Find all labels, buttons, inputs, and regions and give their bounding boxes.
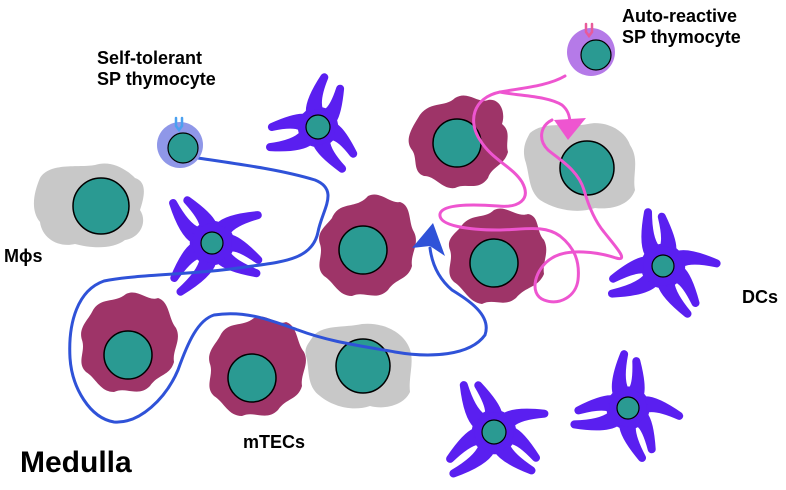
auto-reactive-migration-path [438, 74, 624, 304]
self-tolerant-arrowhead [412, 223, 445, 256]
nucleus [651, 254, 675, 278]
nucleus [335, 338, 391, 394]
macrophage-bottom-center [305, 323, 412, 409]
auto-reactive-label-line2: SP thymocyte [622, 26, 741, 47]
mtec-center [319, 194, 416, 296]
nucleus [227, 353, 277, 403]
auto-reactive-arrowhead [554, 118, 586, 140]
dcs-label: DCs [742, 287, 779, 307]
auto-reactive-thymocyte [567, 22, 615, 76]
dc-top-center [266, 73, 358, 173]
medulla-label: Medulla [20, 446, 132, 479]
auto-reactive-label-line1: Auto-reactive [622, 6, 738, 26]
self-tolerant-migration-path [68, 156, 488, 424]
self-tolerant-label: Self-tolerant SP thymocyte [97, 48, 216, 89]
self-tolerant-label-line1: Self-tolerant [97, 48, 203, 68]
nucleus [72, 177, 130, 235]
mtec-bottom-left [81, 292, 178, 392]
nucleus [616, 396, 640, 420]
dc-bottom-center [446, 381, 549, 478]
tcr-receptor-icon [584, 22, 594, 39]
dc-right [608, 208, 721, 318]
nucleus [103, 330, 153, 380]
tcr-receptor-icon [174, 116, 184, 133]
dendritic-cells [169, 73, 721, 478]
nucleus [580, 39, 612, 71]
self-tolerant-thymocyte [157, 116, 203, 168]
macrophage-left [33, 163, 144, 248]
dc-left [169, 196, 263, 296]
nucleus [469, 238, 519, 288]
mtec-right-center [448, 208, 547, 304]
nucleus [305, 114, 331, 140]
dc-bottom-right [570, 350, 684, 462]
nucleus [167, 132, 199, 164]
mtecs-label: mTECs [243, 432, 306, 452]
macrophages-label: Mϕs [4, 246, 43, 266]
auto-reactive-path-loop [498, 90, 572, 126]
auto-reactive-label: Auto-reactive SP thymocyte [622, 6, 741, 47]
macrophage-top-right [523, 123, 636, 211]
self-tolerant-label-line2: SP thymocyte [97, 68, 216, 89]
mtec-bottom-center [209, 316, 306, 416]
nucleus [200, 231, 224, 255]
nucleus [338, 225, 388, 275]
nucleus [481, 419, 507, 445]
mtec-top-center [408, 95, 508, 189]
